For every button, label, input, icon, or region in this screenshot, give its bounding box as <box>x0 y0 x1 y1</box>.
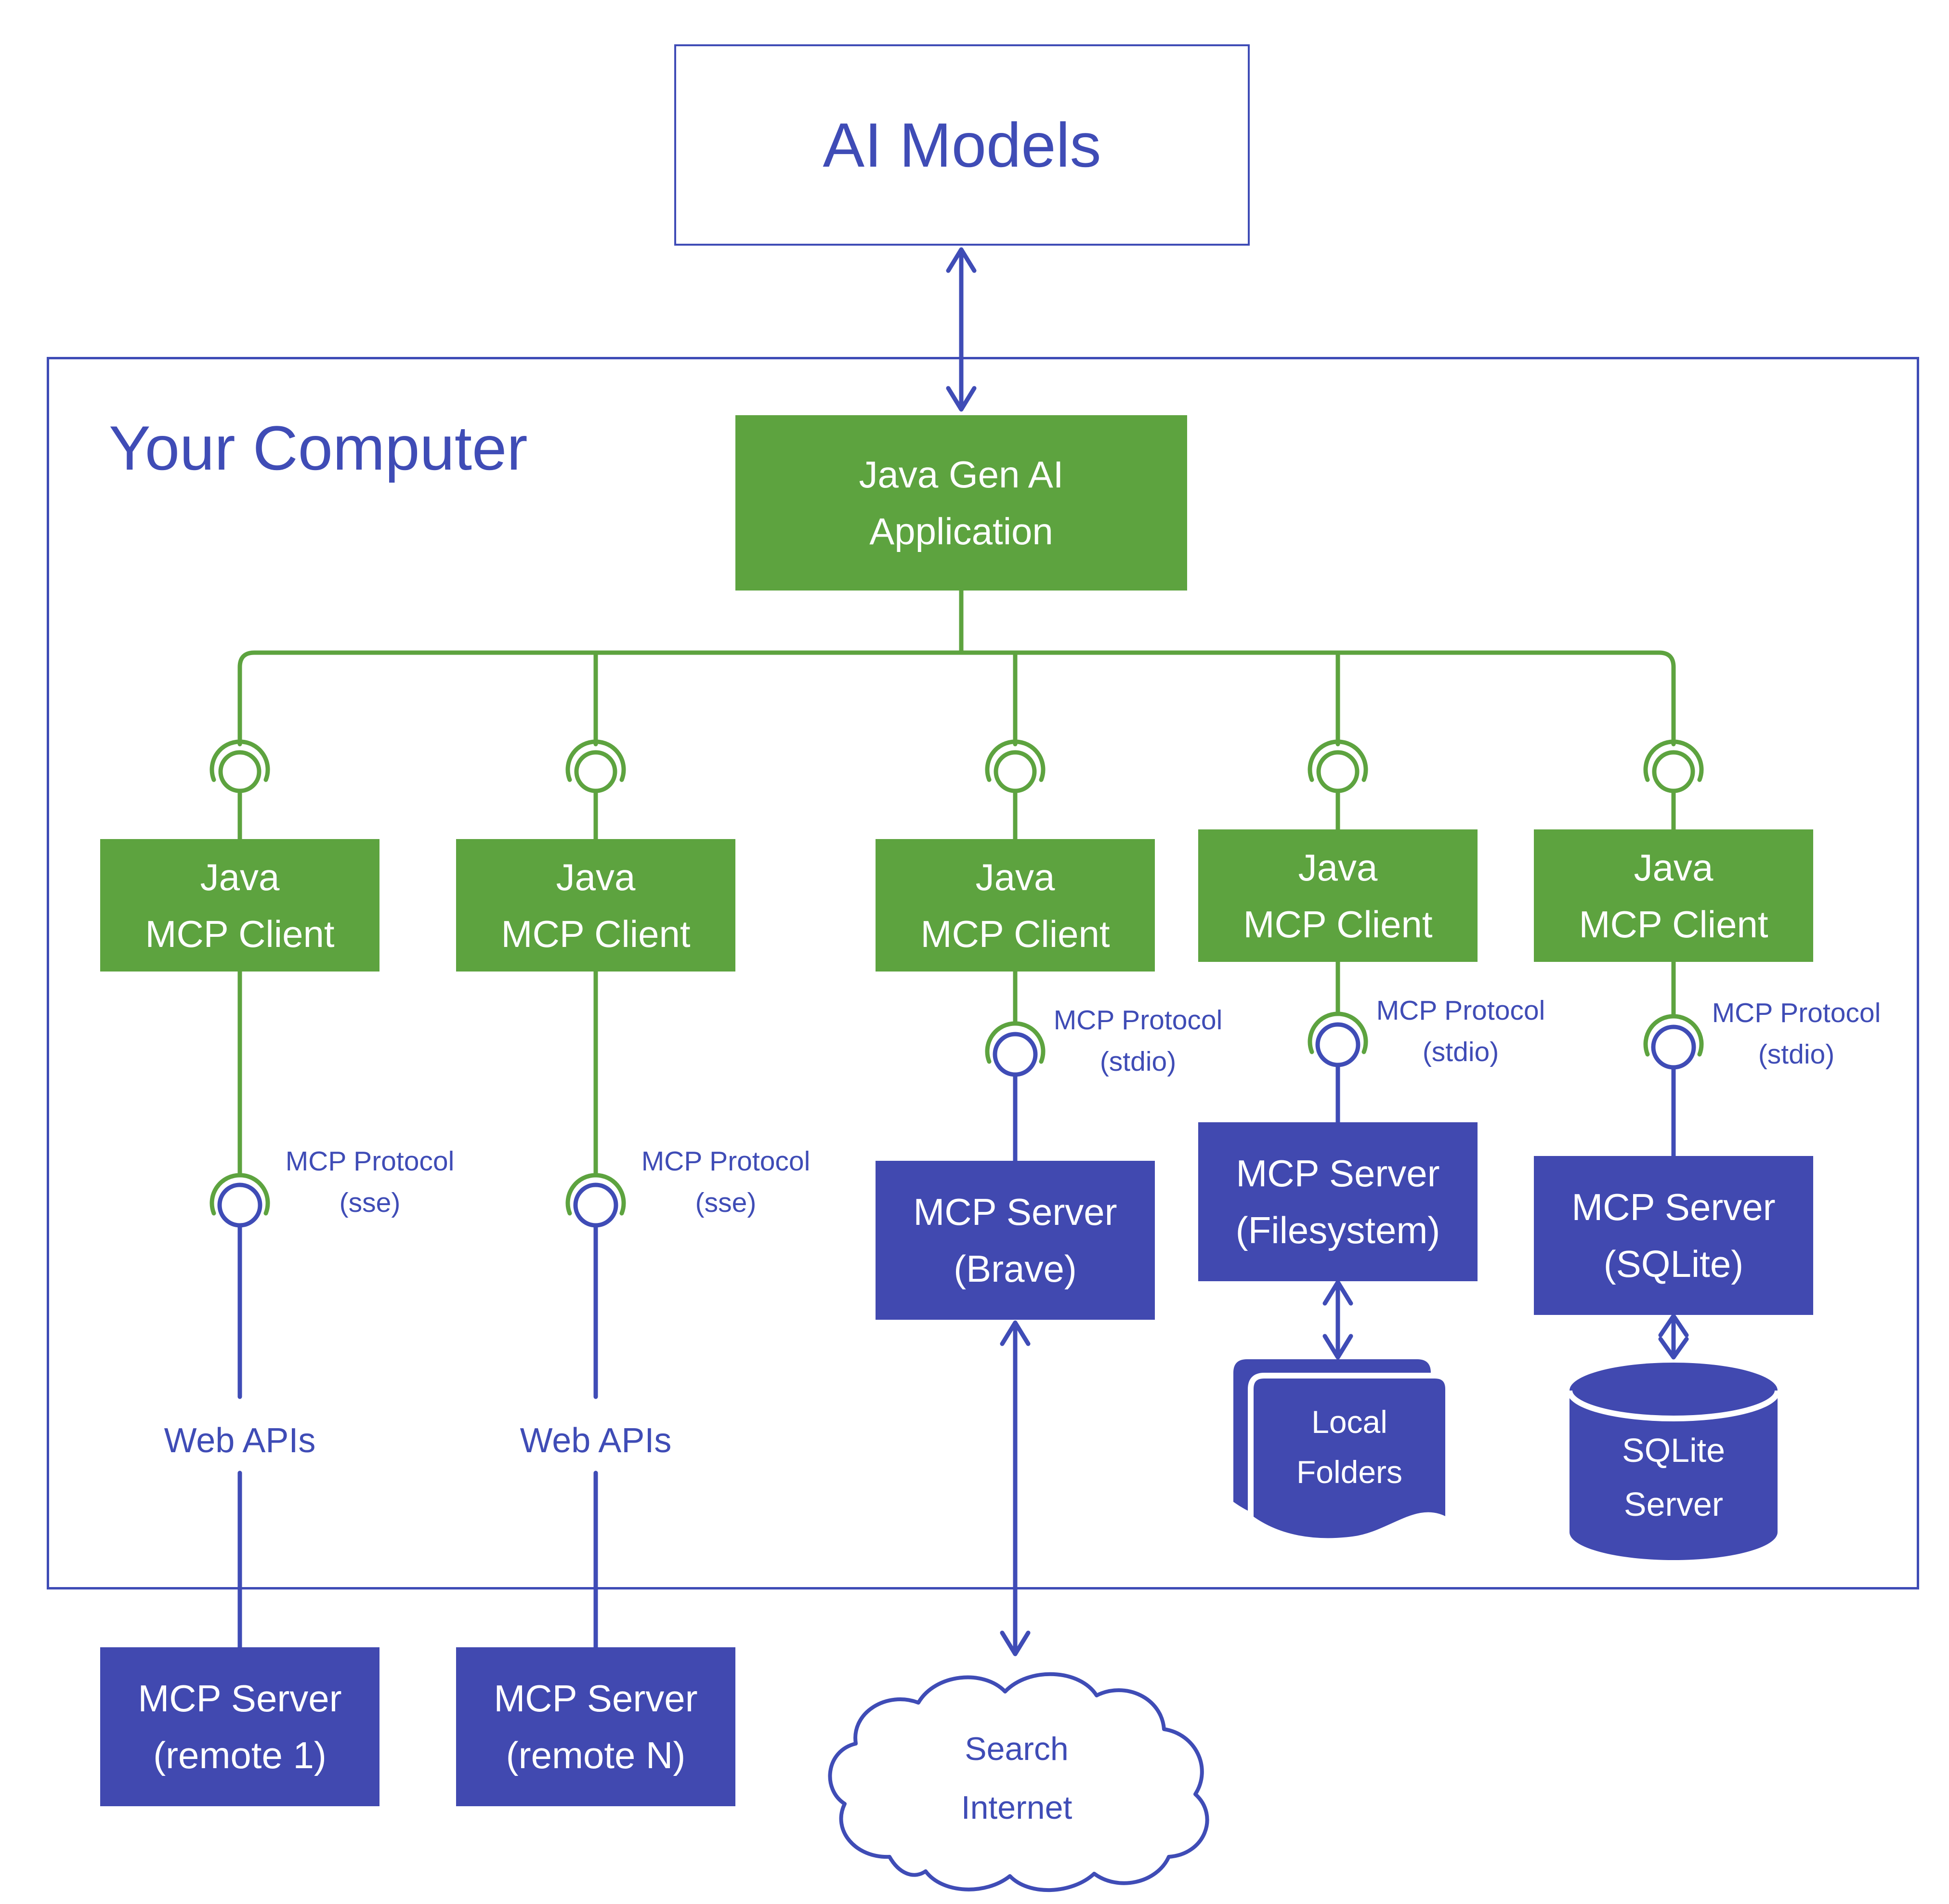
remote1-line1: MCP Server <box>138 1677 342 1720</box>
client1-line2: MCP Client <box>145 912 335 955</box>
protocol-stdio2-line2: (stdio) <box>1422 1037 1499 1067</box>
mcp-socket-icon <box>565 1173 626 1228</box>
app-label-line1: Java Gen AI <box>859 453 1064 496</box>
client4-line2: MCP Client <box>1243 903 1433 945</box>
remoteN-line2: (remote N) <box>506 1734 686 1776</box>
double-arrow-filesystem-folders <box>1322 1280 1353 1360</box>
client3-line2: MCP Client <box>920 912 1110 955</box>
ai-models-label: AI Models <box>823 110 1101 180</box>
web-apis-label-1: Web APIs <box>119 1418 360 1463</box>
stdio-connector-column-3 <box>985 969 1046 1163</box>
local-folders-caption: Local Folders <box>1251 1397 1448 1497</box>
client2-line2: MCP Client <box>501 912 691 955</box>
filesystem-line2: (Filesystem) <box>1235 1209 1440 1251</box>
socket-connector-icon <box>1308 739 1368 793</box>
socket-connector-icon <box>209 739 270 793</box>
mcp-socket-icon <box>209 1173 270 1228</box>
local-folders-line2: Folders <box>1296 1454 1403 1490</box>
mcp-server-remoteN-box: MCP Server (remote N) <box>456 1647 735 1806</box>
protocol-stdio3-line2: (stdio) <box>1758 1039 1835 1070</box>
filesystem-line1: MCP Server <box>1236 1152 1440 1195</box>
protocol-stdio1-line2: (stdio) <box>1099 1046 1177 1077</box>
brave-line2: (Brave) <box>954 1247 1077 1290</box>
local-folders-icon <box>1233 1359 1451 1544</box>
sqlite-line1: MCP Server <box>1571 1186 1776 1228</box>
cloud-icon <box>828 1672 1209 1892</box>
protocol-sse2-line1: MCP Protocol <box>641 1146 811 1177</box>
client4-line1: Java <box>1298 846 1378 889</box>
web-apis-label-2: Web APIs <box>475 1418 716 1463</box>
sse-connector-column-2 <box>565 969 626 1650</box>
remote1-line2: (remote 1) <box>153 1734 327 1776</box>
socket-connector-icon <box>1643 739 1704 793</box>
client5-line1: Java <box>1634 846 1714 889</box>
mcp-server-brave-box: MCP Server (Brave) <box>876 1161 1155 1320</box>
protocol-sse1-line2: (sse) <box>339 1187 401 1218</box>
client5-line2: MCP Client <box>1579 903 1768 945</box>
java-mcp-client-box-5: Java MCP Client <box>1534 829 1813 962</box>
socket-connector-icon <box>985 739 1046 793</box>
protocol-stdio3-line1: MCP Protocol <box>1712 998 1881 1028</box>
remoteN-line1: MCP Server <box>494 1677 698 1720</box>
your-computer-label: Your Computer <box>109 413 528 483</box>
protocol-stdio1-line1: MCP Protocol <box>1053 1005 1223 1036</box>
app-label-line2: Application <box>869 510 1053 552</box>
internet-line2: Internet <box>961 1789 1073 1826</box>
protocol-label-sse-2: MCP Protocol (sse) <box>632 1141 820 1223</box>
mcp-socket-icon <box>1308 1011 1368 1067</box>
protocol-stdio2-line1: MCP Protocol <box>1376 995 1545 1026</box>
protocol-label-stdio-1: MCP Protocol (stdio) <box>1044 999 1232 1082</box>
java-gen-ai-application-box: Java Gen AI Application <box>735 415 1187 591</box>
socket-connector-icon <box>565 739 626 793</box>
sqlite-server-caption: SQLite Server <box>1570 1423 1778 1531</box>
mcp-server-sqlite-box: MCP Server (SQLite) <box>1534 1156 1813 1315</box>
brave-line1: MCP Server <box>913 1191 1117 1233</box>
protocol-sse1-line1: MCP Protocol <box>285 1146 455 1177</box>
ai-models-box: AI Models <box>674 44 1250 246</box>
stdio-connector-column-4 <box>1308 959 1368 1125</box>
protocol-label-sse-1: MCP Protocol (sse) <box>276 1141 464 1223</box>
protocol-sse2-line2: (sse) <box>695 1187 757 1218</box>
database-cylinder-icon <box>1567 1363 1780 1560</box>
internet-line1: Search <box>965 1731 1069 1767</box>
mcp-socket-icon <box>985 1021 1046 1077</box>
stdio-connector-column-5 <box>1643 959 1704 1158</box>
java-mcp-client-box-4: Java MCP Client <box>1198 829 1478 962</box>
java-mcp-client-box-2: Java MCP Client <box>456 839 735 972</box>
mcp-server-remote1-box: MCP Server (remote 1) <box>100 1647 379 1806</box>
sqlite-db-line2: Server <box>1623 1485 1724 1523</box>
protocol-label-stdio-2: MCP Protocol (stdio) <box>1367 990 1555 1073</box>
double-arrow-sqlite-db <box>1658 1313 1689 1360</box>
double-arrow-ai-app <box>946 247 977 412</box>
client3-line1: Java <box>975 855 1055 898</box>
app-to-clients-branch <box>237 588 1676 841</box>
java-mcp-client-box-3: Java MCP Client <box>876 839 1155 972</box>
protocol-label-stdio-3: MCP Protocol (stdio) <box>1702 992 1890 1075</box>
sqlite-line2: (SQLite) <box>1603 1243 1744 1285</box>
mcp-server-filesystem-box: MCP Server (Filesystem) <box>1198 1122 1478 1281</box>
java-mcp-client-box-1: Java MCP Client <box>100 839 379 972</box>
client2-line1: Java <box>556 855 636 898</box>
sse-connector-column-1 <box>209 969 270 1650</box>
search-internet-caption: Search Internet <box>815 1720 1218 1837</box>
client1-line1: Java <box>200 855 280 898</box>
sqlite-db-line1: SQLite <box>1622 1431 1725 1469</box>
mcp-socket-icon <box>1643 1014 1704 1070</box>
double-arrow-brave-internet <box>1000 1320 1031 1656</box>
local-folders-line1: Local <box>1311 1404 1387 1440</box>
your-computer-container <box>47 357 1919 1589</box>
